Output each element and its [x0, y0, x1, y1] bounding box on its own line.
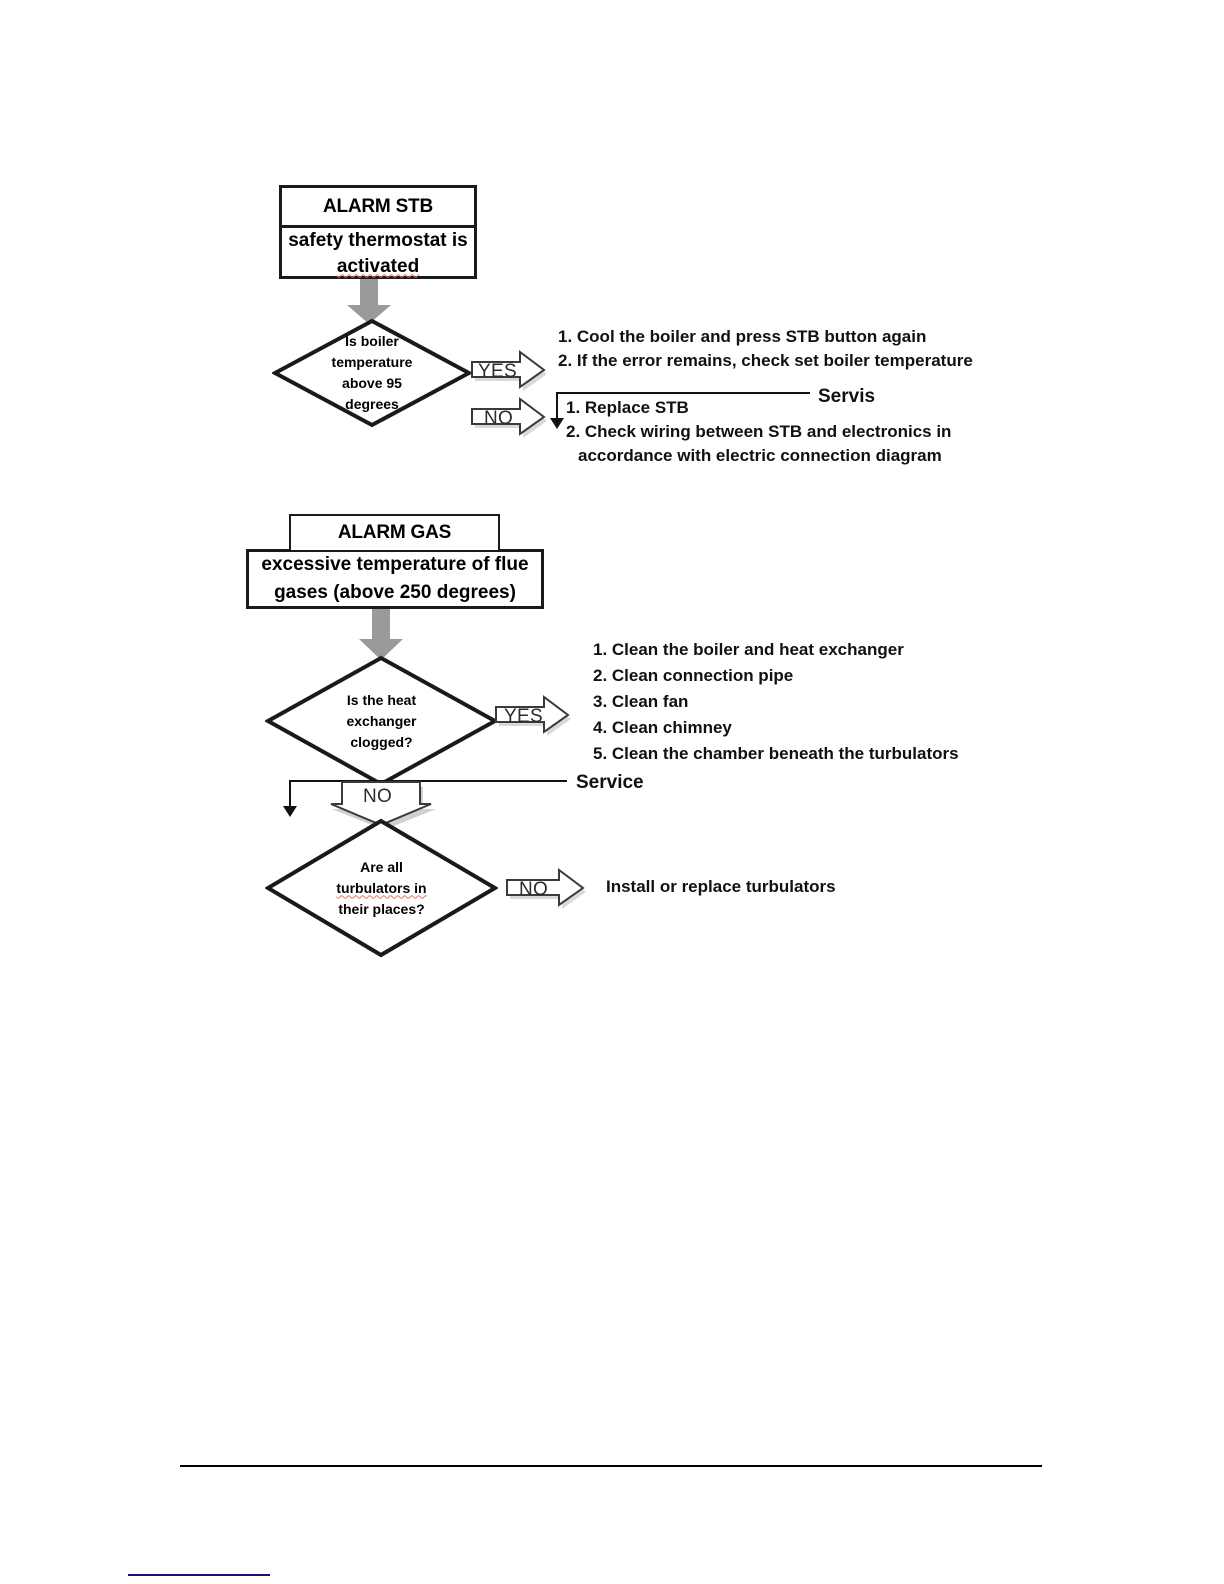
- stb-no-step-2-cont: accordance with electric connection diag…: [578, 446, 942, 465]
- gas-no-label: NO: [363, 786, 393, 807]
- stb-yes-arrow: YES: [468, 349, 548, 393]
- footer-rule: [180, 1465, 1042, 1467]
- gas-yes-arrow: YES: [492, 694, 572, 738]
- servis-label: Servis: [818, 386, 876, 407]
- alarm-stb-divider: [282, 225, 474, 228]
- alarm-stb-box: ALARM STB safety thermostat is activated: [279, 185, 477, 279]
- gas-yes-step-5: 5. Clean the chamber beneath the turbula…: [593, 744, 959, 763]
- decision-heat-exchanger-clogged: Is the heat exchanger clogged?: [265, 655, 498, 787]
- servis-connector-line: [556, 392, 810, 394]
- turbulators-no-label: NO: [519, 879, 549, 900]
- alarm-gas-header-box: ALARM GAS: [289, 514, 500, 552]
- stb-yes-step-2: 2. If the error remains, check set boile…: [558, 351, 973, 370]
- gas-yes-steps: 1. Clean the boiler and heat exchanger 2…: [593, 637, 959, 767]
- alarm-gas-body-box: excessive temperature of flue gases (abo…: [246, 549, 544, 609]
- decision-boiler-temperature: Is boiler temperature above 95 degrees: [272, 318, 472, 428]
- decision-turbulators-in-place: Are all turbulators in their places?: [265, 818, 498, 958]
- gas-yes-step-4: 4. Clean chimney: [593, 718, 732, 737]
- service-connector-vertical: [289, 780, 291, 808]
- service-connector-arrowhead: [282, 804, 298, 818]
- stb-no-step-2: 2. Check wiring between STB and electron…: [566, 422, 952, 441]
- service-connector-line: [289, 780, 567, 782]
- gas-yes-step-2: 2. Clean connection pipe: [593, 666, 794, 685]
- flow-arrow-stb-down: [345, 279, 393, 325]
- stb-no-steps: 1. Replace STB 2. Check wiring between S…: [566, 396, 951, 468]
- service-label: Service: [576, 772, 644, 793]
- servis-connector-vertical: [556, 392, 558, 420]
- stb-yes-step-1: 1. Cool the boiler and press STB button …: [558, 327, 927, 346]
- footnote-rule: [128, 1574, 270, 1576]
- alarm-gas-title: ALARM GAS: [337, 522, 452, 543]
- gas-no-arrow: NO: [325, 781, 437, 829]
- turbulators-action-text: Install or replace turbulators: [606, 877, 836, 896]
- stb-no-arrow: NO: [468, 396, 548, 440]
- stb-yes-label: YES: [478, 361, 517, 382]
- alarm-stb-title: ALARM STB: [322, 195, 434, 217]
- alarm-stb-body-line1: safety thermostat is: [288, 229, 468, 251]
- gas-yes-step-3: 3. Clean fan: [593, 692, 689, 711]
- alarm-gas-body-line2: gases (above 250 degrees): [274, 582, 516, 603]
- gas-yes-label: YES: [504, 706, 543, 727]
- stb-no-label: NO: [484, 408, 514, 429]
- stb-yes-steps: 1. Cool the boiler and press STB button …: [558, 325, 973, 373]
- turbulators-no-arrow: NO: [503, 866, 589, 912]
- stb-no-step-1: 1. Replace STB: [566, 398, 689, 417]
- flow-arrow-gas-down: [357, 609, 405, 661]
- gas-yes-step-1: 1. Clean the boiler and heat exchanger: [593, 640, 904, 659]
- alarm-stb-body-line2: activated: [336, 255, 420, 277]
- alarm-gas-body-line1: excessive temperature of flue: [261, 554, 529, 575]
- servis-connector-arrowhead: [549, 416, 565, 430]
